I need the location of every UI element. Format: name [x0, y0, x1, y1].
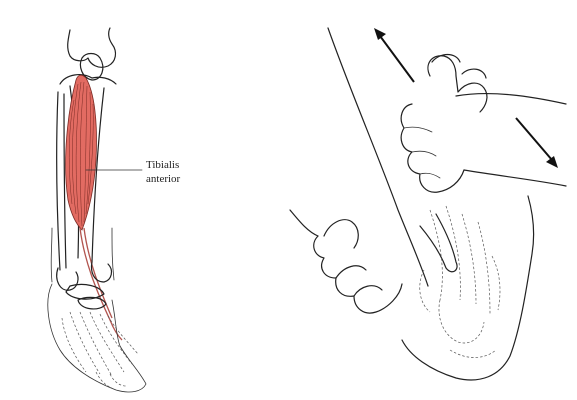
foot-outline: [47, 283, 147, 393]
tibialis-anterior-tendon: [79, 227, 123, 341]
upper-hand-knuckle-lines: [403, 126, 441, 179]
fibula: [56, 91, 67, 271]
lower-wrist: [289, 209, 319, 237]
lower-thumb: [419, 213, 458, 273]
label-anterior: anterior: [146, 173, 181, 185]
ankle-malleoli: [56, 261, 113, 291]
talus: [65, 283, 105, 300]
tibialis-anterior-muscle: [65, 74, 97, 231]
shin-outline: [50, 227, 115, 283]
foot-bones-dashed: [61, 311, 139, 389]
tibia-plateau: [59, 74, 117, 85]
arrow-down-right: [515, 117, 558, 168]
stretch-technique-illustration: [289, 27, 567, 381]
subject-shin: [327, 27, 429, 287]
muscle-fibers: [68, 81, 94, 227]
patella: [79, 52, 104, 81]
upper-hand: [427, 55, 488, 113]
arrow-up-left: [374, 28, 415, 83]
leg-anatomy-illustration: Tibialis anterior: [47, 27, 181, 393]
label-tibialis: Tibialis: [146, 159, 179, 171]
lower-hand-fingers: [323, 219, 383, 297]
lower-hand: [313, 235, 403, 314]
navicular: [77, 296, 107, 310]
subject-toes: [431, 53, 487, 79]
femur-condyles: [67, 27, 117, 68]
subject-foot-outline: [401, 195, 535, 381]
upper-hand-fingers: [400, 103, 465, 193]
upper-forearm: [455, 92, 567, 187]
subject-foot-bones-dashed: [419, 205, 501, 358]
